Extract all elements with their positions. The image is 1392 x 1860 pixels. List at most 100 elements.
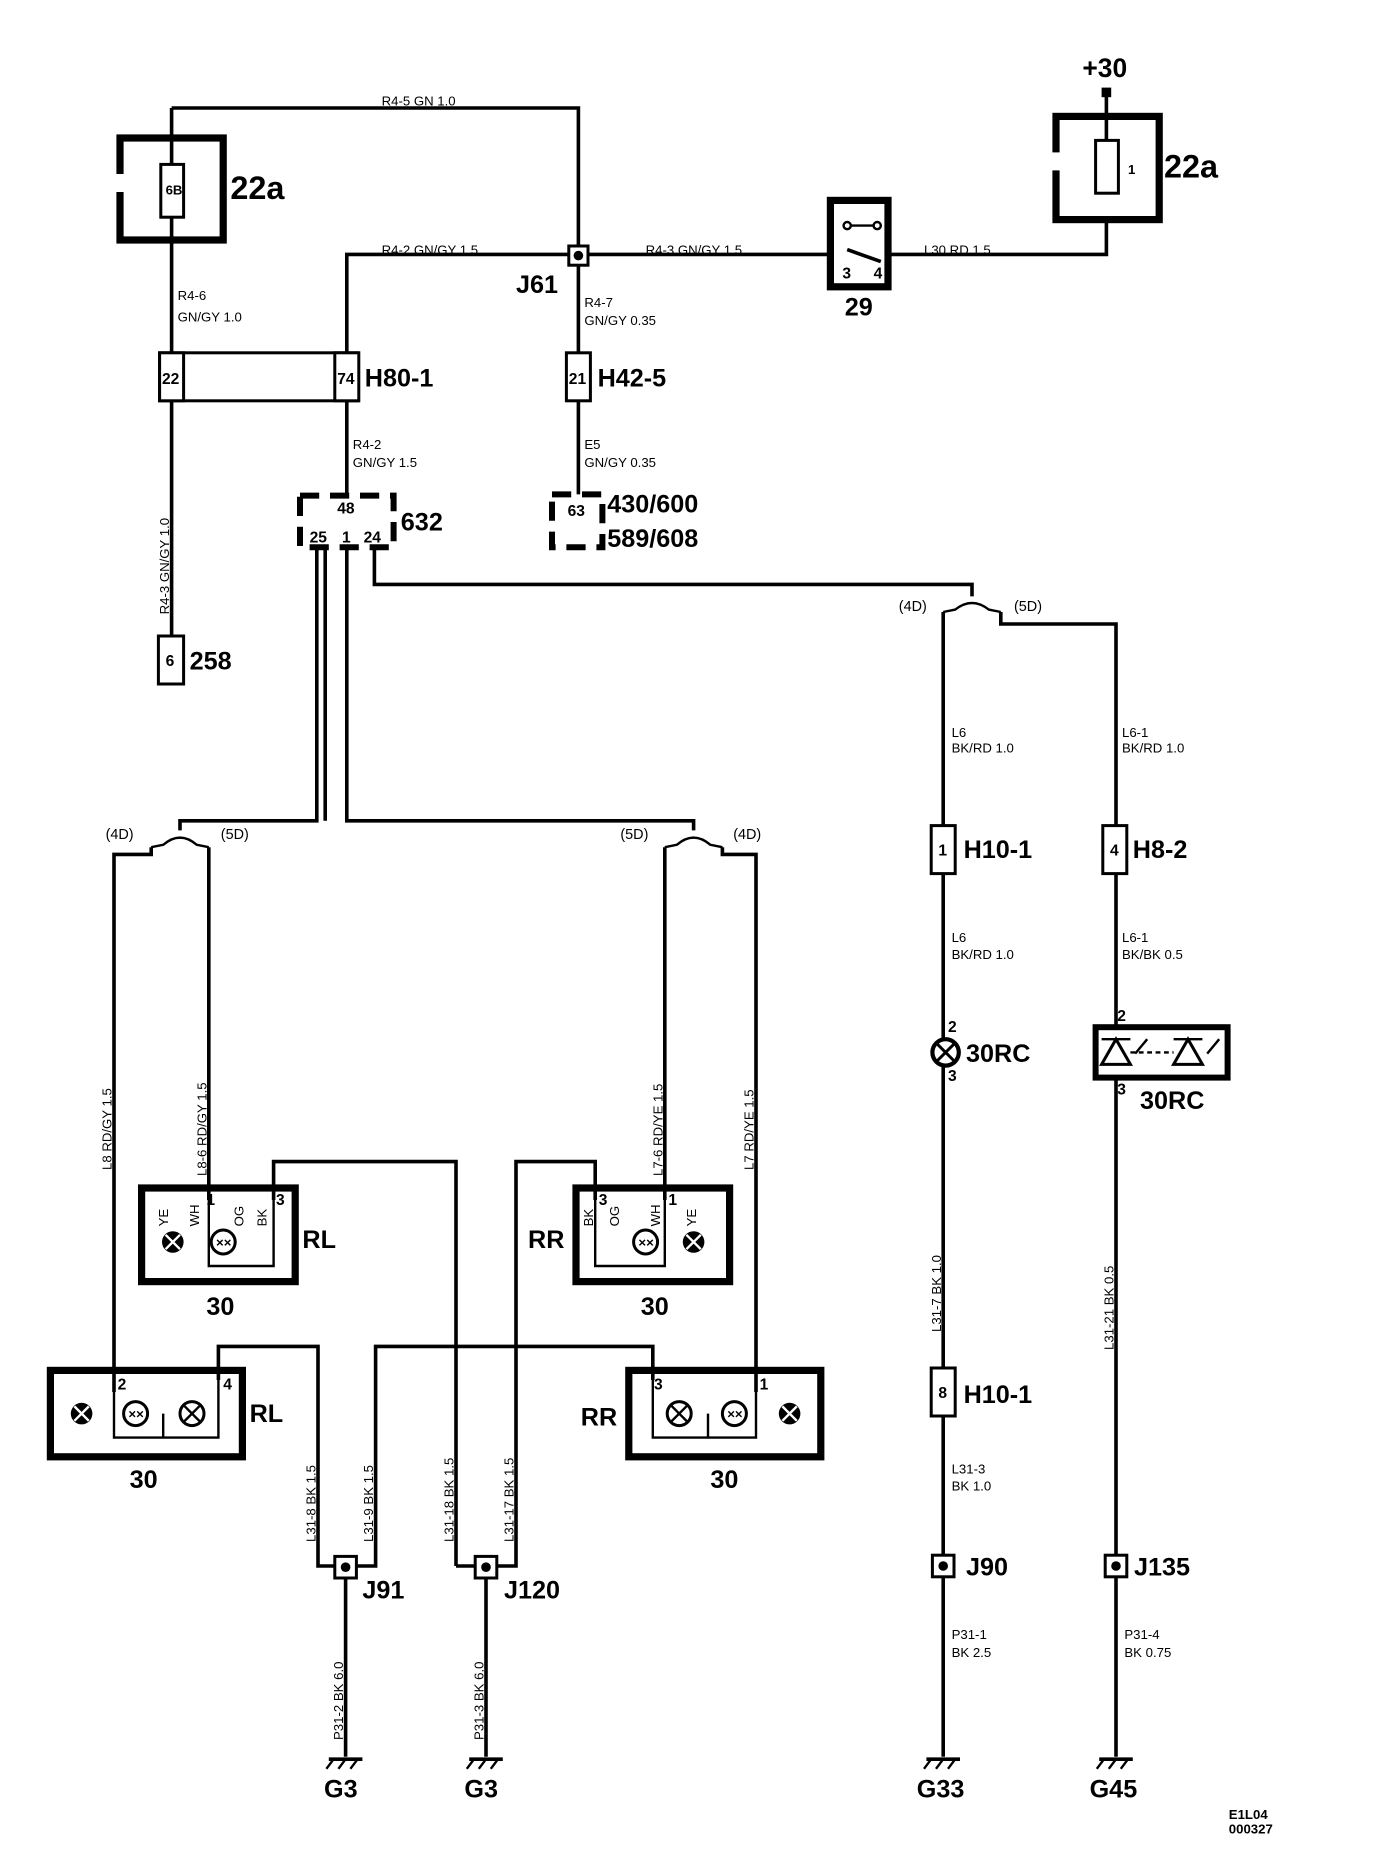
lamp-rr-upper: YE ×× BK OG WH 3 1 RR 30: [528, 1184, 734, 1321]
lamp-30rc-led: 2 3 30RC: [1092, 1008, 1231, 1115]
connector-h8-2: 4 H8-2: [1101, 824, 1187, 876]
svg-text:H42-5: H42-5: [598, 364, 667, 392]
svg-text:3: 3: [842, 265, 851, 282]
svg-text:4: 4: [223, 1377, 232, 1394]
connector-258: 6 258: [156, 634, 232, 686]
wire-r4-6-spec: GN/GY 1.0: [178, 310, 242, 325]
svg-text:30: 30: [710, 1466, 738, 1494]
svg-text:GN/GY 1.5: GN/GY 1.5: [353, 455, 417, 470]
svg-text:××: ××: [727, 1406, 743, 1421]
junction-j61: J61: [516, 244, 590, 299]
svg-text:G3: G3: [464, 1776, 498, 1804]
connector-h10-1-top: 1 H10-1: [929, 824, 1032, 876]
svg-text:WH: WH: [187, 1204, 202, 1226]
svg-text:589/608: 589/608: [607, 525, 698, 553]
svg-text:22a: 22a: [1164, 149, 1219, 185]
svg-text:632: 632: [401, 508, 443, 536]
top-section: R4-5 GN 1.0 6B 22a R4-6 GN/GY 1.0 R4-2 G…: [115, 53, 1219, 357]
svg-text:BK/RD 1.0: BK/RD 1.0: [952, 947, 1014, 962]
svg-text:1: 1: [668, 1192, 677, 1209]
svg-text:G3: G3: [324, 1776, 358, 1804]
svg-text:6: 6: [166, 653, 175, 670]
lamp-rl-upper: YE ×× WH OG BK 1 3 RL 30: [138, 1184, 336, 1321]
wire-l7-6-label: L7-6 RD/YE 1.5: [650, 1084, 665, 1176]
svg-text:1: 1: [342, 529, 351, 546]
svg-text:74: 74: [337, 371, 355, 388]
svg-text:YE: YE: [156, 1209, 171, 1227]
svg-text:J135: J135: [1134, 1554, 1190, 1582]
svg-text:30: 30: [641, 1293, 669, 1321]
svg-text:P31-3 BK 6.0: P31-3 BK 6.0: [472, 1662, 487, 1740]
wire-r4-3-label: R4-3 GN/GY 1.5: [646, 242, 743, 257]
svg-text:L31-18 BK 1.5: L31-18 BK 1.5: [442, 1458, 457, 1542]
svg-text:RR: RR: [528, 1226, 564, 1254]
wire-r4-5-label: R4-5 GN 1.0: [382, 94, 456, 109]
svg-text:30: 30: [206, 1293, 234, 1321]
svg-text:G33: G33: [917, 1776, 965, 1804]
svg-text:YE: YE: [684, 1209, 699, 1227]
svg-text:P31-1: P31-1: [952, 1627, 987, 1642]
svg-text:1: 1: [760, 1377, 769, 1394]
svg-text:BK/RD 1.0: BK/RD 1.0: [952, 740, 1014, 755]
svg-text:L31-21 BK 0.5: L31-21 BK 0.5: [1102, 1266, 1117, 1350]
svg-text:258: 258: [190, 648, 232, 676]
svg-text:L6-1: L6-1: [1122, 725, 1148, 740]
svg-text:(5D): (5D): [620, 827, 648, 843]
svg-text:24: 24: [364, 529, 382, 546]
fuse-22a-right: 1 22a: [1051, 112, 1219, 224]
svg-text:3: 3: [1117, 1081, 1126, 1098]
fuse-number: 6B: [166, 182, 183, 197]
diagram-date-code: 000327: [1229, 1822, 1273, 1837]
wire-l30-label: L30 RD 1.5: [924, 242, 991, 257]
svg-text:BK 1.0: BK 1.0: [952, 1478, 992, 1493]
svg-text:BK/BK 0.5: BK/BK 0.5: [1122, 947, 1183, 962]
svg-text:4: 4: [874, 265, 883, 282]
wire-r4-6-label: R4-6: [178, 288, 207, 303]
svg-text:J61: J61: [516, 271, 558, 299]
svg-text:30RC: 30RC: [1140, 1087, 1204, 1115]
svg-text:L6: L6: [952, 725, 967, 740]
svg-text:L31-9 BK 1.5: L31-9 BK 1.5: [361, 1465, 376, 1542]
svg-text:30: 30: [130, 1466, 158, 1494]
svg-text:E5: E5: [584, 437, 600, 452]
svg-text:1: 1: [1128, 162, 1135, 177]
ground-g45: G45: [1090, 1757, 1138, 1804]
svg-text:L31-8 BK 1.5: L31-8 BK 1.5: [304, 1465, 319, 1542]
svg-text:430/600: 430/600: [607, 490, 698, 518]
svg-text:P31-2 BK 6.0: P31-2 BK 6.0: [331, 1662, 346, 1740]
junction-j120: J120: [473, 1554, 560, 1604]
svg-text:2: 2: [1117, 1008, 1126, 1025]
svg-text:P31-4: P31-4: [1124, 1627, 1159, 1642]
svg-text:2: 2: [948, 1019, 957, 1036]
svg-text:BK: BK: [581, 1209, 596, 1227]
svg-text:BK 0.75: BK 0.75: [1124, 1645, 1171, 1660]
wire-l8-6-label: L8-6 RD/GY 1.5: [194, 1082, 209, 1176]
wire-l7-label: L7 RD/YE 1.5: [742, 1089, 757, 1170]
junction-j91: J91: [333, 1554, 404, 1604]
svg-text:2: 2: [118, 1377, 127, 1394]
svg-text:L6-1: L6-1: [1122, 930, 1148, 945]
wire-r4-3-vertical: R4-3 GN/GY 1.0: [157, 518, 172, 615]
svg-text:3: 3: [948, 1068, 957, 1085]
connector-h10-1-bottom: 8 H10-1: [929, 1366, 1032, 1418]
svg-text:××: ××: [128, 1406, 144, 1421]
ground-g3-right: G3: [464, 1757, 503, 1804]
svg-text:4: 4: [1110, 843, 1119, 860]
svg-text:25: 25: [310, 529, 328, 546]
svg-text:(5D): (5D): [221, 827, 249, 843]
svg-text:L31-3: L31-3: [952, 1462, 986, 1477]
svg-text:L31-17 BK 1.5: L31-17 BK 1.5: [502, 1458, 517, 1542]
svg-text:(5D): (5D): [1014, 599, 1042, 615]
svg-text:OG: OG: [607, 1206, 622, 1227]
diagram-code: E1L04: [1229, 1807, 1269, 1822]
svg-text:BK/RD 1.0: BK/RD 1.0: [1122, 740, 1184, 755]
supply-label: +30: [1082, 53, 1127, 83]
svg-text:G45: G45: [1090, 1776, 1138, 1804]
svg-text:(4D): (4D): [733, 827, 761, 843]
junction-j135: J135: [1103, 1554, 1190, 1582]
svg-text:××: ××: [216, 1235, 232, 1250]
svg-text:L31-7 BK 1.0: L31-7 BK 1.0: [929, 1255, 944, 1332]
svg-text:48: 48: [337, 501, 355, 518]
svg-text:1: 1: [938, 843, 947, 860]
svg-text:××: ××: [638, 1235, 654, 1250]
